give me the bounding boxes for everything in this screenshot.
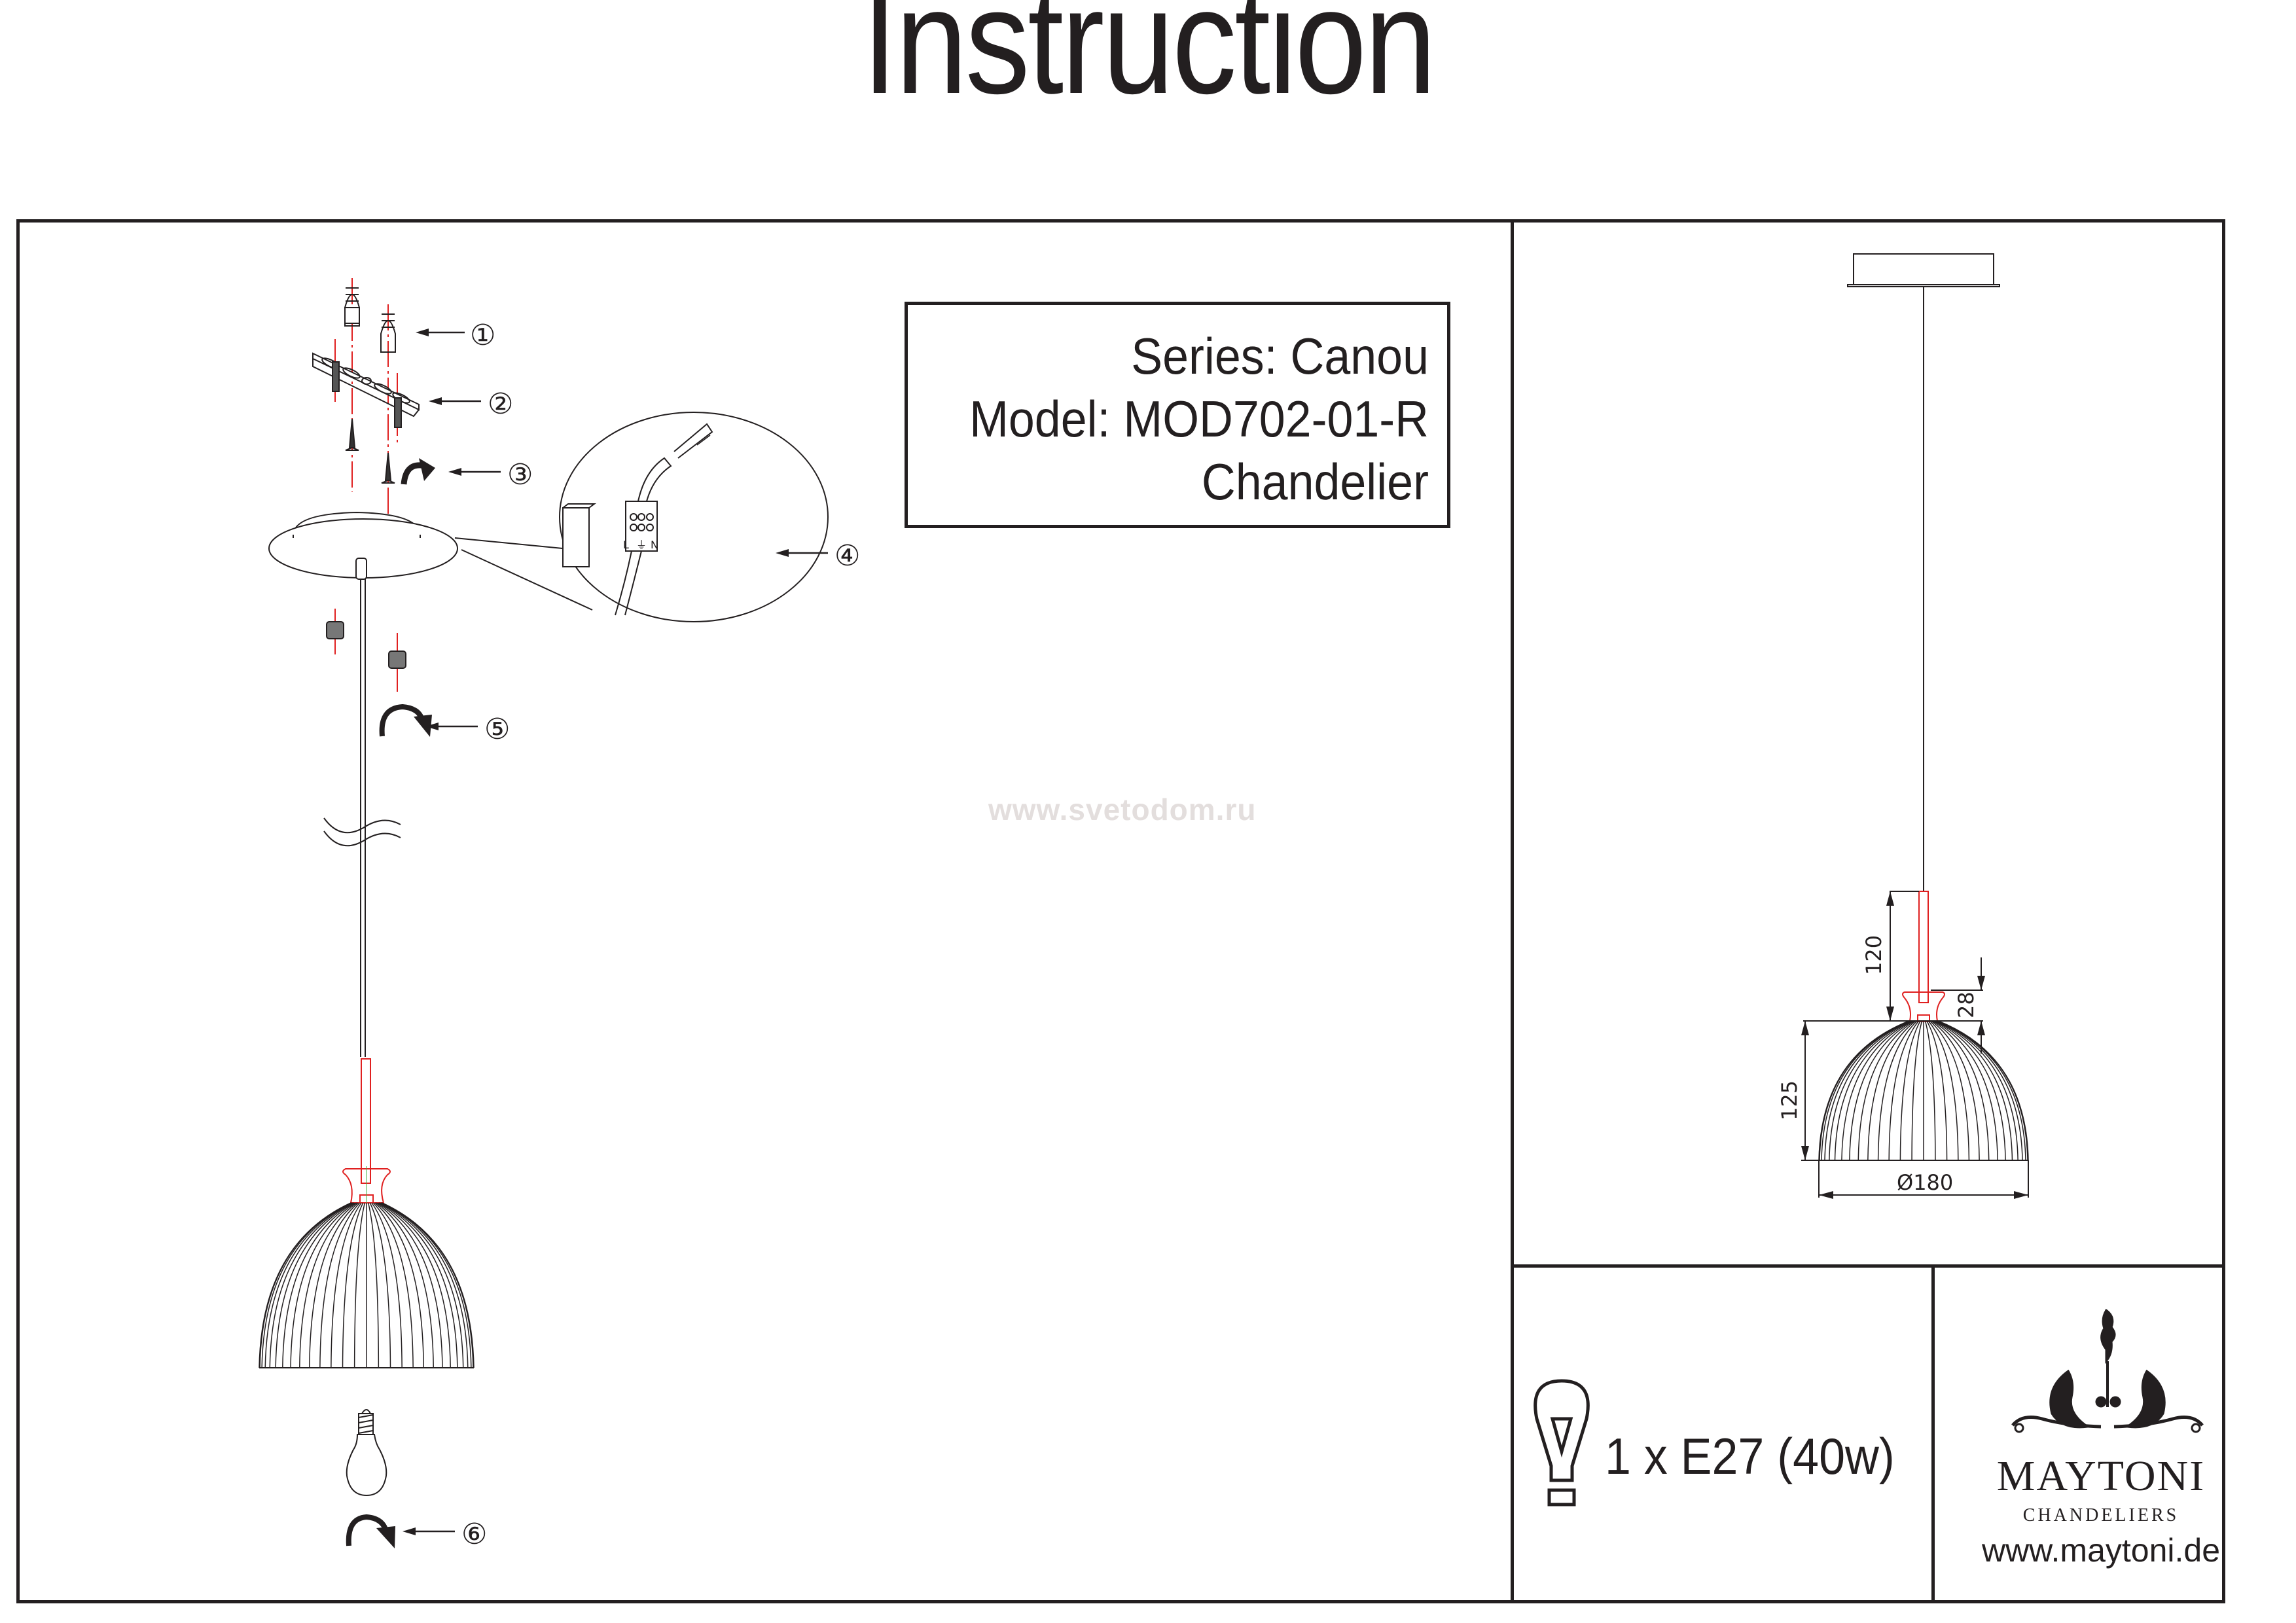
shade-rib [290,1202,356,1368]
screw-icon [345,418,395,484]
step-6-number: ⑥ [461,1518,487,1550]
terminal-neutral-label: N [651,539,658,551]
model-label: Model: MOD702-01-R [969,390,1429,448]
step-3-number: ③ [507,459,533,491]
shade-rib [378,1202,451,1368]
brand-website-link[interactable]: www.maytoni.de [1981,1532,2221,1569]
shade-rib [308,1202,359,1368]
page-title: Instruction [861,0,1437,125]
shade-rib [353,1202,366,1368]
lamp-shade-side-view [1818,1020,2029,1161]
shade-rib [1849,1020,1914,1161]
shade-rib [367,1202,380,1368]
shade-rib [282,1202,355,1368]
terminal-earth-label: ⏚ [636,539,647,551]
shade-rib [319,1202,361,1368]
shade-rib [1932,1020,1990,1161]
shade-rib [298,1202,357,1368]
shade-rib [1821,1020,1910,1161]
shade-rib [275,1202,354,1368]
dimension-rod-height: 120 [1861,935,1886,975]
terminal-block-icon [562,423,713,616]
dimension-shade-height: 125 [1777,1080,1802,1120]
shade-rib [382,1202,475,1368]
shade-rib [1877,1020,1918,1161]
wall-plug-icon [344,287,396,353]
shade-rib [1935,1020,2013,1161]
terminal-labels: L ⏚ N [623,539,658,551]
terminal-live-label: L [623,539,629,551]
shade-rib [381,1202,469,1368]
cap-nut-icon [326,609,406,692]
shade-rib [269,1202,353,1368]
dimension-arrows [1801,891,2028,1199]
shade-rib [1934,1020,2006,1161]
shade-rib [379,1202,458,1368]
logo-cell-divider [1931,1264,1935,1603]
lamp-shade [259,1202,475,1368]
shade-rib [371,1202,403,1368]
watermark: www.svetodom.ru [988,793,1257,827]
rotate-arrow-icon [379,704,425,737]
shade-rib [377,1202,443,1368]
shade-rib [1857,1020,1915,1161]
shade-rib [1834,1020,1912,1161]
terminal-detail-callout [559,412,829,622]
shade-rib [1937,1020,2023,1161]
shade-rib [376,1202,435,1368]
shade-rib [264,1202,352,1368]
shade-rib [1829,1020,1911,1161]
series-label: Series: Canou [1131,327,1429,385]
bulb-spec-text: 1 x E27 (40w) [1605,1427,1895,1485]
shade-rib [1824,1020,1910,1161]
shade-rib [1929,1020,1970,1161]
dimension-holder-height: 28 [1954,991,1979,1018]
panel-divider-vertical [1511,219,1514,1603]
brand-subtitle: CHANDELIERS [2022,1505,2179,1525]
shade-rib [1928,1020,1959,1161]
shade-rib [1936,1020,2018,1161]
shade-rib [369,1202,391,1368]
shade-rib [1933,1020,1998,1161]
step-1-number: ① [470,319,495,351]
product-info-box: Series: Canou Model: MOD702-01-R Chandel… [905,302,1450,528]
shade-rib [1924,1020,1936,1161]
step-4-number: ④ [834,540,860,572]
shade-rib [1911,1020,1923,1161]
step-5-number: ⑤ [484,713,510,745]
shade-rib [1888,1020,1920,1161]
shade-rib [1841,1020,1913,1161]
bulb-symbol-icon [1534,1379,1590,1507]
drawing-frame [16,219,2225,1603]
shade-rib [1926,1020,1948,1161]
shade-rib [1937,1020,2029,1161]
brand-name: MAYTONI [1996,1452,2206,1500]
shade-rib [331,1202,362,1368]
shade-rib [261,1202,351,1368]
mounting-bracket-icon [312,352,420,428]
shade-rib [374,1202,425,1368]
light-bulb-icon [346,1409,387,1497]
rotate-arrow-icon [346,1514,389,1546]
dimension-shade-diameter: Ø180 [1897,1170,1953,1195]
panel-divider-horizontal [1511,1264,2225,1268]
shade-rib [1899,1020,1921,1161]
shade-rib [342,1202,364,1368]
product-type-label: Chandelier [1201,453,1429,510]
canopy-icon [268,511,458,580]
cable-break-icon [323,817,401,834]
step-2-number: ② [488,388,513,420]
shade-rib [1931,1020,1980,1161]
shade-rib [1867,1020,1916,1161]
shade-rib [380,1202,464,1368]
shade-rib [372,1202,414,1368]
